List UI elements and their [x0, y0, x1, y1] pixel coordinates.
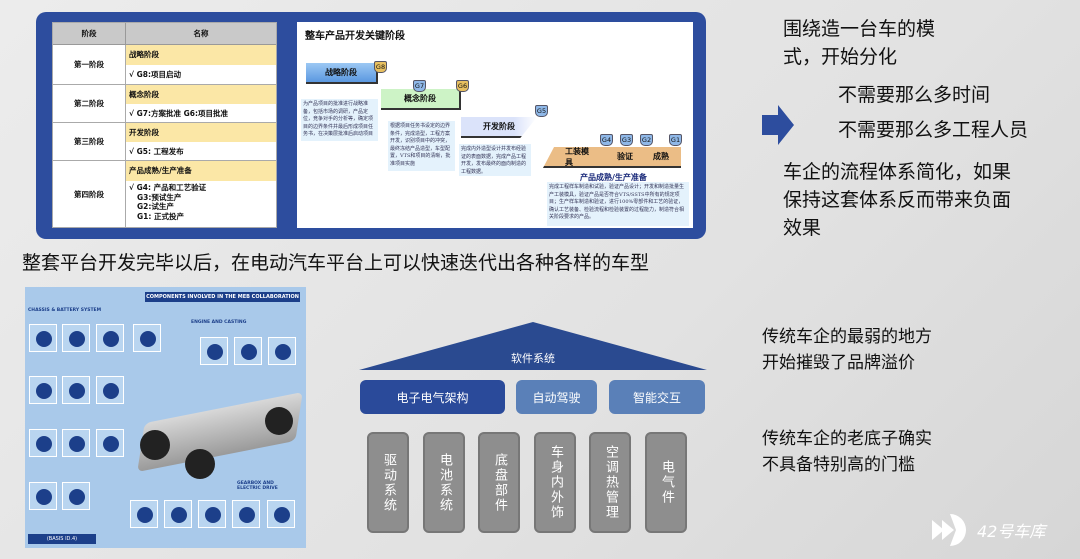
- pillar-battery-system: 电池系统: [423, 432, 465, 533]
- note-divergence: 围绕造一台车的模式，开始分化: [783, 18, 936, 68]
- stage-cell: 第一阶段: [53, 45, 126, 84]
- stage-item: G3:预试生产: [137, 192, 182, 202]
- maturity-description: 完成工程样车制造和试验，验证产品设计；开发和制造批量生产工装模具，验证产品是否符…: [547, 182, 689, 226]
- stage-item: G2:试生产: [137, 202, 174, 211]
- gate-g1: G1: [669, 134, 682, 146]
- concept-description: 根据项目任务书设定的边界条件，完成造型，工程方案开发，识别项目中的冲突，最终冻结…: [388, 121, 455, 171]
- gearbox-label: GEARBOX AND ELECTRIC DRIVE: [237, 481, 278, 491]
- strategy-description: 为产品项目的批准进行战略准备，包括市场的调研，产品定位，竞争对手的分析等，确定项…: [301, 99, 378, 141]
- stage-validation: 验证: [617, 152, 633, 161]
- stage-cell: 第三阶段: [53, 123, 126, 160]
- table-header: 阶段 名称: [53, 23, 276, 45]
- stage-item: √ G5: 工程发布: [129, 147, 184, 156]
- note-brand-premium: 开始摧毁了品牌溢价: [762, 353, 915, 373]
- meb-components-image: COMPONENTS INVOLVED IN THE MEB COLLABORA…: [25, 287, 306, 548]
- meb-title: COMPONENTS INVOLVED IN THE MEB COLLABORA…: [145, 292, 300, 302]
- gate-g4: G4: [600, 134, 613, 146]
- stage-maturity-bar: 工装模具 验证 成熟: [543, 147, 681, 168]
- table-row: 第一阶段战略阶段 √ G8:项目启动: [53, 45, 276, 85]
- stage-item: √ G7:方案批准 G6:项目批准: [129, 109, 228, 118]
- smart-interaction-box: 智能交互: [609, 380, 705, 414]
- chassis-label: CHASSIS & BATTERY SYSTEM: [28, 308, 102, 313]
- pillar-drive-system: 驱动系统: [367, 432, 409, 533]
- stage-strategy: 战略阶段: [306, 63, 378, 84]
- gate-g3: G3: [620, 134, 633, 146]
- note-less-time: 不需要那么多时间: [838, 84, 991, 106]
- pillar-thermal-management: 空调热管理: [589, 432, 631, 533]
- gate-g8: G8: [374, 61, 387, 73]
- pillar-body-trim: 车身内外饰: [534, 432, 576, 533]
- stage-title: 产品成熟/生产准备: [126, 161, 276, 181]
- ee-architecture-box: 电子电气架构: [360, 380, 505, 414]
- engine-label: ENGINE AND CASTING: [191, 320, 247, 325]
- autonomous-driving-box: 自动驾驶: [516, 380, 597, 414]
- software-roof: [359, 322, 707, 370]
- logo-icon: [932, 514, 966, 546]
- roof-label: 软件系统: [511, 352, 555, 365]
- basis-label: (BASIS ID.4): [28, 534, 96, 544]
- stage-mature: 成熟: [653, 152, 669, 161]
- gate-g2: G2: [640, 134, 653, 146]
- table-row: 第二阶段概念阶段 √ G7:方案批准 G6:项目批准: [53, 85, 276, 123]
- stage-item: √ G4: 产品和工艺验证: [129, 183, 207, 192]
- stage-item: √ G8:项目启动: [129, 70, 181, 79]
- diagram-title: 整车产品开发关键阶段: [305, 31, 405, 42]
- stage-tooling: 工装模具: [565, 146, 589, 167]
- logo-text: 42号车库: [977, 522, 1046, 541]
- gate-g5: G5: [535, 105, 548, 117]
- header-stage: 阶段: [53, 23, 126, 44]
- stage-item: G1: 正式投产: [137, 211, 184, 221]
- pillar-chassis-parts: 底盘部件: [478, 432, 520, 533]
- stage-title: 战略阶段: [126, 45, 276, 65]
- note-low-threshold: 传统车企的老底子确实不具备特别高的门槛: [762, 429, 932, 475]
- arrow-right-icon: [762, 105, 794, 145]
- stage-title: 开发阶段: [126, 123, 276, 142]
- stage-cell: 第四阶段: [53, 161, 126, 228]
- stage-diagram: 整车产品开发关键阶段 战略阶段 概念阶段 开发阶段 工装模具 验证 成熟 产品成…: [297, 22, 693, 228]
- pillar-electrical-parts: 电气件: [645, 432, 687, 533]
- stage-concept: 概念阶段: [381, 89, 461, 110]
- development-description: 完成内外造型设计并发布经验证的表面数据，完成产品工程开发，发布最终的面向制造的工…: [459, 144, 531, 176]
- note-fewer-engineers: 不需要那么多工程人员: [838, 119, 1029, 141]
- table-row: 第三阶段开发阶段 √ G5: 工程发布: [53, 123, 276, 161]
- final-stage-label: 产品成熟/生产准备: [580, 173, 647, 182]
- stage-development: 开发阶段: [461, 117, 537, 138]
- stage-table: 阶段 名称 第一阶段战略阶段 √ G8:项目启动 第二阶段概念阶段 √ G7:方案批准…: [52, 22, 277, 228]
- note-weakest: 传统车企的最弱的地方: [762, 327, 932, 347]
- note-process-simplified: 车企的流程体系简化，如果保持这套体系反而带来负面效果: [783, 161, 1012, 239]
- stage-title: 概念阶段: [126, 85, 276, 104]
- slide-caption: 整套平台开发完毕以后，在电动汽车平台上可以快速迭代出各种各样的车型: [22, 252, 650, 274]
- gate-g6: G6: [456, 80, 469, 92]
- stage-cell: 第二阶段: [53, 85, 126, 122]
- header-name: 名称: [193, 29, 209, 38]
- gate-g7: G7: [413, 80, 426, 92]
